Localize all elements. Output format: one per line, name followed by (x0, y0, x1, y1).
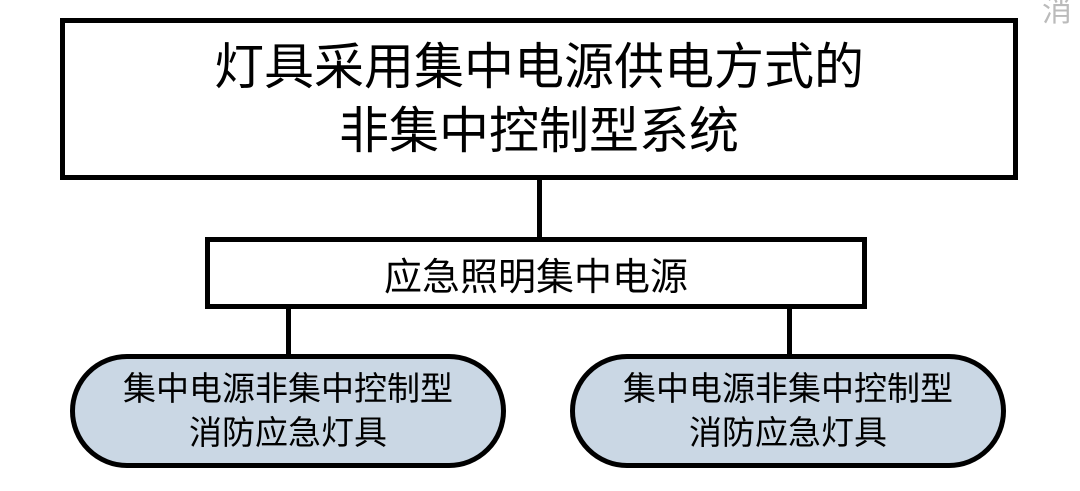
connector-mid-right (787, 307, 792, 356)
luminaire-label-line1: 集中电源非集中控制型 (623, 369, 953, 408)
connector-top-mid (537, 178, 542, 239)
luminaire-label-line2: 消防应急灯具 (689, 413, 887, 452)
luminaire-label-line2: 消防应急灯具 (189, 413, 387, 452)
system-title-line2: 非集中控制型系统 (339, 102, 739, 160)
system-box: 灯具采用集中电源供电方式的 非集中控制型系统 (60, 18, 1018, 180)
luminaire-label-line1: 集中电源非集中控制型 (123, 369, 453, 408)
luminaire-box-left: 集中电源非集中控制型 消防应急灯具 (70, 354, 506, 468)
system-title-line1: 灯具采用集中电源供电方式的 (214, 38, 864, 96)
power-supply-box: 应急照明集中电源 (205, 237, 867, 309)
power-supply-label: 应急照明集中电源 (383, 254, 688, 299)
connector-mid-left (286, 307, 291, 356)
watermark: 消 (1042, 0, 1072, 29)
luminaire-box-right: 集中电源非集中控制型 消防应急灯具 (570, 354, 1006, 468)
